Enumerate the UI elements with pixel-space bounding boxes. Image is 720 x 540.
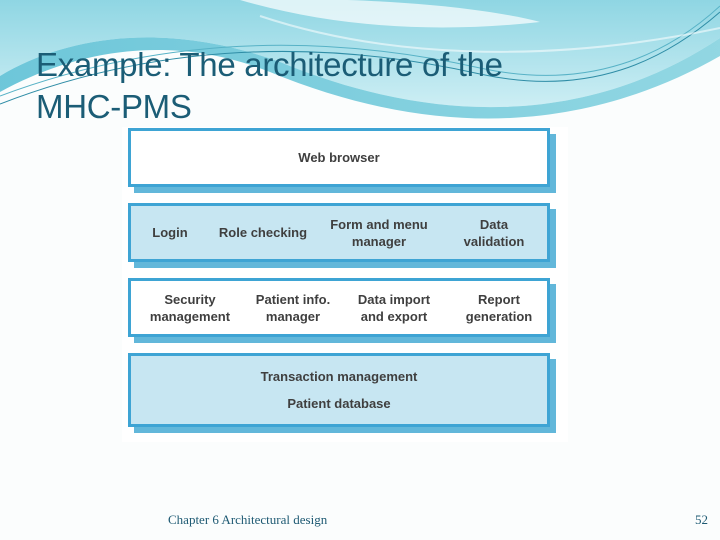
diagram-box-label-line: Patient database	[287, 396, 391, 411]
diagram-box-label: Transaction management	[261, 368, 418, 385]
diagram-box-label-line: and export	[360, 308, 428, 324]
diagram-box-label-line: Web browser	[298, 150, 380, 165]
diagram-box-label-line: Login	[152, 225, 188, 240]
diagram-box-label-line: generation	[465, 308, 533, 324]
diagram-box-label: Patient database	[287, 395, 390, 412]
slide-title: Example: The architecture of the MHC-PMS	[36, 44, 503, 128]
wave-thin-line-1	[0, 11, 720, 105]
diagram-box-label-line: management	[149, 308, 231, 324]
diagram-box-label-line: Data	[479, 216, 509, 232]
diagram-box-label: Login	[152, 224, 187, 241]
title-line-2: MHC-PMS	[36, 88, 192, 125]
diagram-box-label-line: manager	[265, 308, 321, 324]
diagram-box-label-line: validation	[463, 233, 525, 249]
wave-fill-light	[0, 0, 720, 108]
diagram-box-label-line: Security	[164, 291, 216, 307]
page-number: 52	[695, 512, 708, 527]
diagram-box-label-line: Role checking	[218, 225, 308, 240]
diagram-box-label: Patient info.manager	[256, 291, 330, 325]
diagram-box-label-line: Data import	[357, 291, 431, 307]
diagram-box-label-line: manager	[351, 233, 407, 249]
wave-thin-line-2	[0, 5, 720, 97]
wave-white-crest	[240, 0, 540, 28]
diagram-box-label-line: Form and menu	[330, 216, 428, 232]
diagram-box-label-line: Report	[478, 291, 520, 307]
architecture-diagram: Web browser Login Role checking Form and m…	[122, 127, 568, 442]
layer-web-browser: Web browser	[128, 128, 550, 187]
diagram-box-label-line: Patient info.	[255, 291, 331, 307]
diagram-box-label: Role checking	[219, 224, 307, 241]
title-line-1: Example: The architecture of the	[36, 46, 503, 83]
diagram-box-label: Web browser	[298, 149, 379, 166]
background-wave	[0, 0, 720, 119]
footer-text: Chapter 6 Architectural design	[168, 512, 328, 527]
wave-inner-swirl	[259, 15, 720, 53]
diagram-box-label-line: Transaction management	[260, 369, 418, 384]
